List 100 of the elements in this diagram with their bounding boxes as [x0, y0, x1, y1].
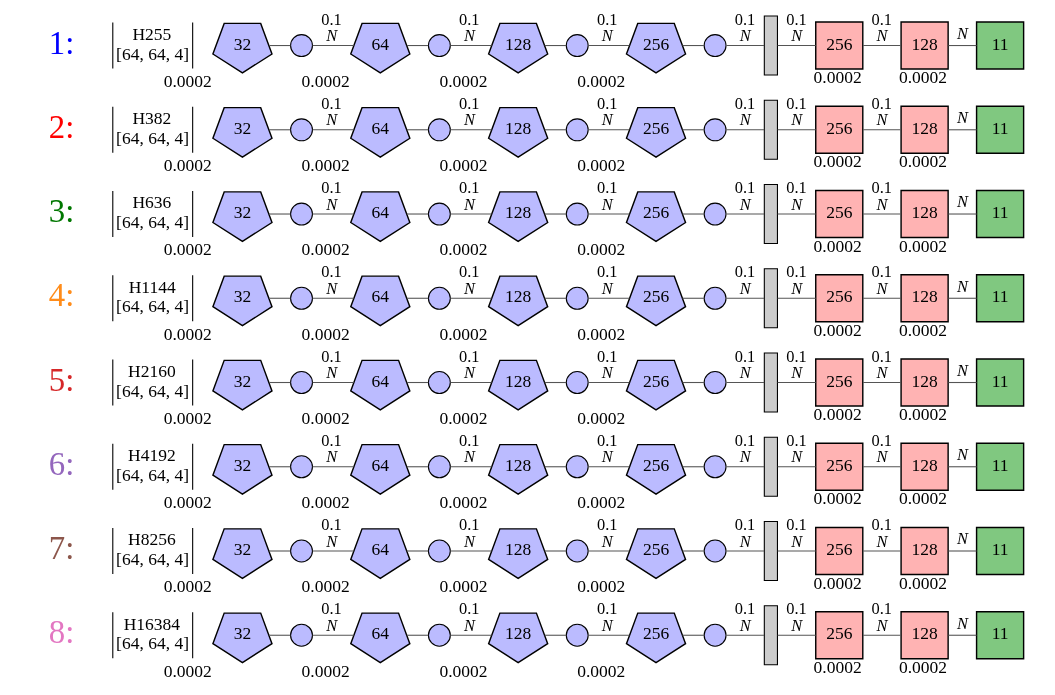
- connector: [405, 297, 429, 299]
- node-circle: [427, 539, 451, 563]
- node-box: 256: [814, 442, 863, 491]
- edge-label: 0.1 N: [320, 346, 342, 383]
- connector: [267, 213, 291, 215]
- connector: [449, 381, 492, 384]
- node-label: 0.0002: [898, 488, 947, 509]
- node-label: 0.0002: [438, 155, 488, 176]
- node-text: H636 [64, 64, 4]: [115, 192, 189, 233]
- edge-label: 0.1 N: [871, 430, 892, 467]
- node-label: 0.0002: [898, 67, 947, 88]
- edge-label: 0.1 N: [458, 93, 480, 130]
- edge-label: 0.1 N: [596, 346, 617, 383]
- connector: [681, 381, 704, 384]
- edge-label: 0.1 N: [734, 9, 755, 46]
- node-bar: [763, 352, 778, 413]
- edge-label: 0.1 N: [458, 178, 480, 214]
- connector: [449, 213, 492, 215]
- connector: [947, 213, 977, 215]
- node-label: 0.0002: [163, 239, 212, 260]
- node-circle: [565, 286, 589, 310]
- edge-label: 0.1 N: [734, 346, 755, 383]
- connector: [543, 381, 567, 384]
- edge-label: 0.1 N: [785, 178, 807, 214]
- node-label: 0.0002: [438, 576, 488, 597]
- node-box: 11: [975, 526, 1024, 576]
- node-box: 256: [814, 611, 863, 660]
- connector: [405, 550, 429, 552]
- node-bar: [763, 15, 778, 76]
- edge-label: 0.1 N: [596, 515, 617, 551]
- connector: [587, 297, 630, 299]
- connector: [776, 381, 816, 384]
- node-box: 128: [899, 526, 949, 576]
- node-box: 256: [814, 105, 863, 154]
- edge-label: 0.1 N: [596, 599, 617, 635]
- node-circle: [703, 623, 727, 647]
- edge-label: N: [956, 23, 968, 43]
- edge-label: 0.1 N: [871, 178, 892, 214]
- edge-label: 0.1 N: [458, 515, 480, 551]
- node-label: 0.0002: [576, 239, 625, 260]
- node-circle: [289, 118, 313, 142]
- connector: [776, 297, 816, 299]
- node-label: 0.0002: [438, 660, 488, 681]
- connector: [267, 466, 291, 468]
- node-box: 11: [975, 442, 1024, 491]
- edge-label: 0.1 N: [871, 262, 892, 298]
- edge-label: 0.1 N: [785, 9, 807, 46]
- node-circle: [703, 286, 727, 310]
- edge-label: 0.1 N: [320, 599, 342, 635]
- node-circle: [565, 455, 589, 479]
- edge-label: N: [956, 108, 968, 128]
- node-circle: [427, 371, 451, 394]
- connector: [725, 297, 765, 299]
- connector: [725, 381, 765, 384]
- node-label: 0.0002: [438, 70, 488, 91]
- node-label: 0.0002: [898, 404, 947, 425]
- edge-label: 0.1 N: [734, 515, 755, 551]
- connector: [267, 550, 291, 552]
- node-circle: [427, 118, 451, 142]
- node-label: 0.0002: [163, 323, 212, 344]
- node-box: 256: [814, 526, 863, 576]
- node-label: 7:: [48, 530, 74, 567]
- edge-label: N: [956, 192, 968, 212]
- edge-label: N: [956, 276, 968, 296]
- edge-label: 0.1 N: [734, 262, 755, 298]
- connector: [947, 634, 977, 636]
- connector: [405, 45, 429, 47]
- edge-label: 0.1 N: [785, 93, 807, 130]
- connector: [681, 297, 704, 299]
- connector: [449, 466, 492, 468]
- connector: [543, 213, 567, 215]
- edge-label: 0.1 N: [596, 262, 617, 298]
- node-bar: [763, 99, 778, 160]
- connector: [311, 297, 354, 299]
- connector: [681, 213, 704, 215]
- node-label: 0.0002: [576, 492, 625, 513]
- connector: [862, 466, 901, 468]
- node-label: 0.0002: [301, 576, 350, 597]
- node-circle: [289, 34, 313, 57]
- edge-label: 0.1 N: [320, 178, 342, 214]
- node-circle: [703, 455, 727, 479]
- node-box: 11: [975, 358, 1024, 407]
- edge-label: 0.1 N: [458, 9, 480, 46]
- node-circle: [289, 539, 313, 563]
- connector: [776, 213, 816, 215]
- edge-label: 0.1 N: [596, 178, 617, 214]
- node-circle: [565, 118, 589, 142]
- node-label: 6:: [48, 445, 74, 482]
- node-box: 11: [975, 21, 1024, 70]
- node-box: 128: [899, 21, 949, 70]
- edge-label: 0.1 N: [734, 93, 755, 130]
- node-box: 128: [899, 189, 949, 239]
- node-label: 0.0002: [813, 151, 862, 172]
- connector: [311, 466, 354, 468]
- node-circle: [289, 371, 313, 394]
- node-box: 11: [975, 189, 1024, 239]
- connector: [449, 129, 492, 131]
- edge-label: 0.1 N: [458, 599, 480, 635]
- connector: [862, 550, 901, 552]
- connector: [681, 129, 704, 131]
